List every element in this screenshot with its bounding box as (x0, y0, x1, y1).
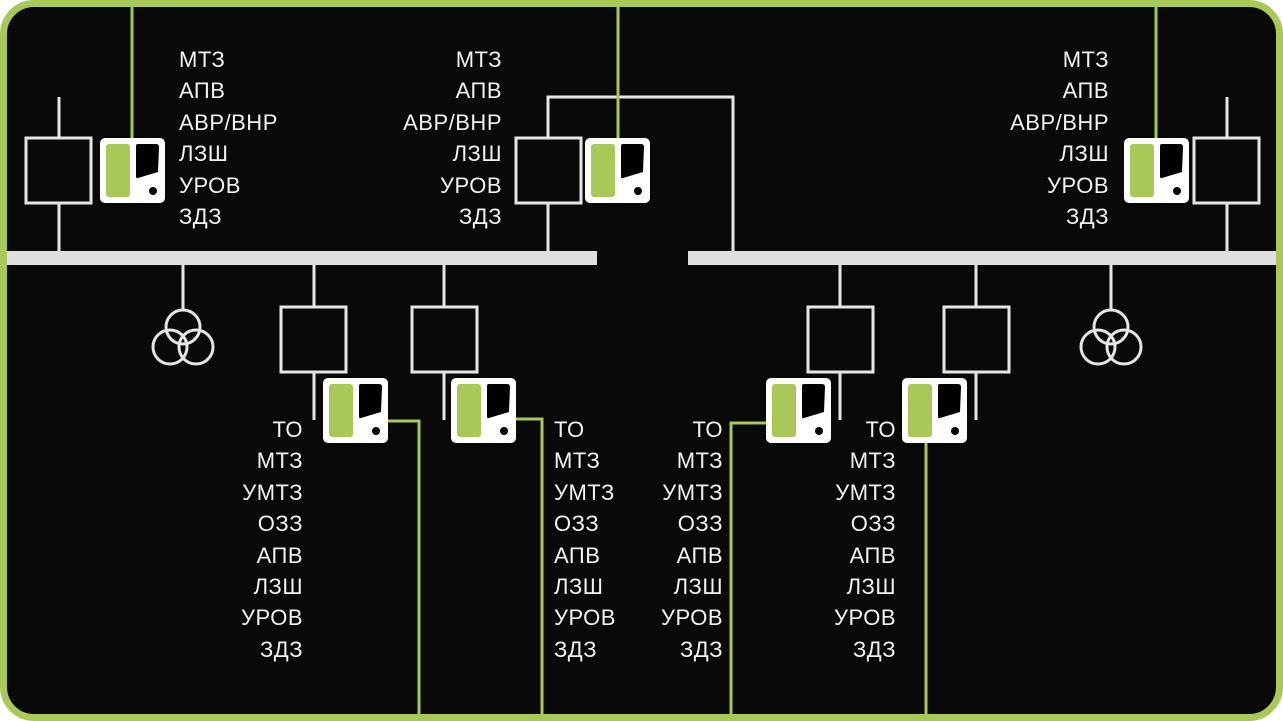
function-label: ЗДЗ (554, 636, 597, 662)
bus-section-2 (688, 251, 1276, 265)
function-label: ОЗЗ (554, 511, 600, 537)
feeder-3-breaker (806, 305, 875, 374)
function-label: АПВ (455, 78, 502, 104)
feeder-1-functions: ТО МТЗ УМТЗ ОЗЗ АПВ ЛЗШ УРОВ ЗДЗ (241, 414, 303, 665)
input-2-functions: МТЗ АПВ АВР/ВНР ЛЗШ УРОВ ЗДЗ (1010, 44, 1109, 232)
input-1-functions: МТЗ АПВ АВР/ВНР ЛЗШ УРОВ ЗДЗ (179, 44, 278, 232)
function-label: УРОВ (554, 605, 616, 631)
function-label: УМТЗ (835, 479, 896, 505)
function-label: МТЗ (849, 448, 896, 474)
bus-section-1 (7, 251, 597, 265)
transformer-1-icon (151, 308, 215, 366)
feeder-4-functions: ТО МТЗ УМТЗ ОЗЗ АПВ ЛЗШ УРОВ ЗДЗ (834, 414, 896, 665)
function-label: ЗДЗ (1066, 203, 1109, 229)
transformer-2-icon (1079, 308, 1143, 366)
sectional-relay-icon[interactable] (585, 138, 650, 203)
function-label: АПВ (554, 542, 601, 568)
feeder-2-relay-icon[interactable] (451, 378, 516, 443)
function-label: УРОВ (179, 172, 241, 198)
function-label: МТЗ (676, 448, 723, 474)
function-label: МТЗ (455, 47, 502, 72)
function-label: ЗДЗ (853, 636, 896, 662)
input-1-relay-icon[interactable] (100, 138, 165, 203)
function-label: АВР/ВНР (179, 109, 278, 135)
feeder-4-breaker (942, 305, 1011, 374)
feeder-1-relay-icon[interactable] (323, 378, 388, 443)
feeder-1-breaker (279, 305, 348, 374)
function-label: ЛЗШ (846, 573, 896, 599)
function-label: ЛЗШ (452, 141, 502, 167)
function-label: ЗДЗ (179, 203, 222, 229)
function-label: ЛЗШ (253, 573, 303, 599)
function-label: ЛЗШ (179, 141, 229, 167)
function-label: АПВ (676, 542, 723, 568)
function-label: ЛЗШ (554, 573, 604, 599)
function-label: УРОВ (834, 605, 896, 631)
function-label: ЗДЗ (680, 636, 723, 662)
function-label: ТО (554, 417, 585, 442)
function-label: УМТЗ (242, 479, 303, 505)
function-label: УРОВ (241, 605, 303, 631)
function-label: АПВ (1062, 78, 1109, 104)
function-label: ОЗЗ (850, 511, 896, 537)
sectional-functions: МТЗ АПВ АВР/ВНР ЛЗШ УРОВ ЗДЗ (403, 44, 502, 232)
function-label: МТЗ (256, 448, 303, 474)
function-label: МТЗ (1062, 47, 1109, 72)
function-label: ЗДЗ (260, 636, 303, 662)
feeder-2-breaker (410, 305, 479, 374)
function-label: АВР/ВНР (1010, 109, 1109, 135)
function-label: ТО (692, 417, 723, 442)
feeder-2-signal-wire (516, 417, 544, 714)
feeder-2-functions: ТО МТЗ УМТЗ ОЗЗ АПВ ЛЗШ УРОВ ЗДЗ (554, 414, 616, 665)
feeder-1-signal-wire (388, 419, 421, 714)
function-label: АВР/ВНР (403, 109, 502, 135)
function-label: ТО (272, 417, 303, 442)
input-2-relay-icon[interactable] (1124, 138, 1189, 203)
function-label: УРОВ (661, 605, 723, 631)
function-label: УРОВ (1047, 172, 1109, 198)
function-label: ТО (865, 417, 896, 442)
function-label: МТЗ (179, 47, 226, 72)
feeder-3-relay-icon[interactable] (766, 378, 831, 443)
function-label: АПВ (256, 542, 303, 568)
function-label: АПВ (849, 542, 896, 568)
function-label: ОЗЗ (677, 511, 723, 537)
function-label: ОЗЗ (257, 511, 303, 537)
input-2-breaker (1192, 136, 1261, 205)
function-label: ЛЗШ (673, 573, 723, 599)
function-label: УМТЗ (662, 479, 723, 505)
function-label: ЛЗШ (1059, 141, 1109, 167)
feeder-3-functions: ТО МТЗ УМТЗ ОЗЗ АПВ ЛЗШ УРОВ ЗДЗ (661, 414, 723, 665)
function-label: УМТЗ (554, 479, 615, 505)
input-1-breaker (24, 136, 93, 205)
feeder-4-relay-icon[interactable] (902, 378, 967, 443)
feeder-3-signal-wire (729, 421, 766, 714)
sectional-breaker (514, 136, 583, 205)
function-label: ЗДЗ (459, 203, 502, 229)
function-label: УРОВ (440, 172, 502, 198)
function-label: АПВ (179, 78, 226, 104)
function-label: МТЗ (554, 448, 601, 474)
